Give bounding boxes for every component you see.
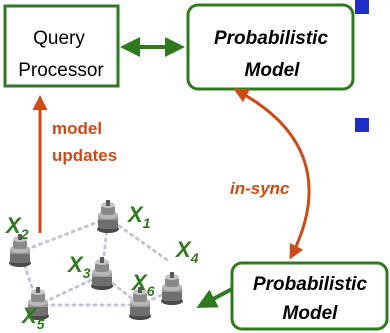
sensor-node-x3 [91,257,113,290]
sensor-node-x4 [161,272,183,305]
query-processor-label: Processor [18,60,104,81]
sensor-label-x4: X4 [174,237,199,266]
probabilistic-model-label: Probabilistic [253,274,367,295]
sensor-label-x3: X3 [66,252,91,281]
in-sync-label: in-sync [230,179,290,198]
sensor-label-x1: X1 [126,202,151,231]
bullet-marker [355,118,369,132]
probabilistic-model-box [230,261,389,331]
query-processor-label: Query [33,28,85,49]
sensor-node-x1 [97,200,119,233]
in-sync-arrow [233,88,311,260]
bullet-marker [355,0,369,14]
probabilistic-model-label: Probabilistic [214,28,328,49]
sensor-label-x2: X2 [4,213,29,242]
model-updates-label: updates [52,146,117,165]
probabilistic-model-label: Model [283,303,339,324]
sensor-label-x6: X6 [130,270,155,299]
sensor-label-x5: X5 [20,303,45,332]
query-processor-box [3,4,120,88]
probabilistic-model-label: Model [245,60,301,81]
model-to-network-arrow [196,287,233,308]
model-updates-label: model [52,119,102,138]
